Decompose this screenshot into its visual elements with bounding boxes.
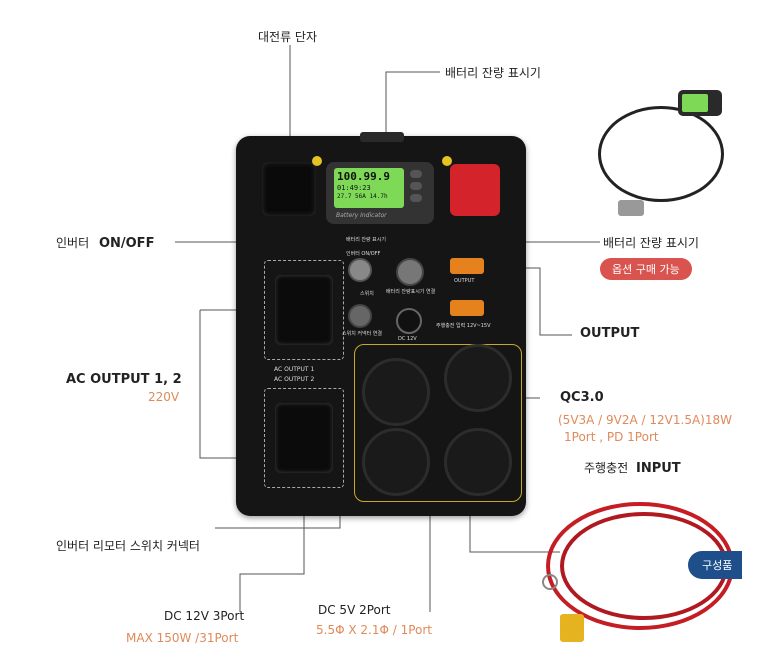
ac-outlet-1[interactable] (264, 260, 344, 360)
battery-meter: 100.99.9 01:49:23 27.7 56A 14.7h Battery… (326, 162, 434, 224)
dc-socket-group (354, 344, 522, 502)
dc5-spec-label: 5.5Φ X 2.1Φ / 1Port (316, 623, 433, 637)
dc-terminal-label: 대전류 단자 (258, 30, 318, 44)
negative-terminal (262, 162, 316, 216)
qc-title-label: QC3.0 (560, 390, 604, 405)
accessory-meter (678, 90, 722, 116)
inverter-prefix: 인버터 (56, 236, 90, 250)
plus-marker (442, 156, 452, 166)
panel-battery-label: 배터리 잔량 표시기 (346, 237, 386, 243)
output-port[interactable] (450, 258, 484, 274)
ac-output-label: AC OUTPUT 1, 2 (66, 372, 182, 387)
ac-output-2-label: AC OUTPUT 2 (274, 376, 315, 383)
panel-battery2-label: 배터리 잔량표시기 연결 (386, 289, 436, 295)
dc12-socket-3[interactable] (444, 428, 512, 496)
panel-inverter-label: 인버터 ON/OFF (346, 251, 381, 257)
ac-voltage-label: 220V (148, 390, 180, 404)
dc5-title-label: DC 5V 2Port (318, 603, 391, 617)
battery-connector[interactable] (396, 258, 424, 286)
output-label: OUTPUT (580, 326, 640, 341)
input-port[interactable] (450, 300, 484, 316)
inverter-switch[interactable] (348, 258, 372, 282)
qc-spec1-label: (5V3A / 9V2A / 12V1.5A)18W (558, 413, 732, 427)
socket-face (275, 275, 333, 345)
panel-input-label: 주행충전 입력 12V~15V (436, 323, 491, 329)
power-station-device: 100.99.9 01:49:23 27.7 56A 14.7h Battery… (236, 132, 526, 516)
top-handle (360, 132, 404, 142)
cable-connector (560, 614, 584, 642)
socket-face (275, 403, 333, 473)
ac-outlet-2[interactable] (264, 388, 344, 488)
ac-output-1-label: AC OUTPUT 1 (274, 366, 315, 373)
dc12-spec-label: MAX 150W /31Port (126, 631, 239, 645)
panel-remote2-label: 스위치 커넥터 연결 (342, 331, 382, 337)
meter-screen: 100.99.9 01:49:23 27.7 56A 14.7h (334, 168, 404, 208)
meter-line3: 27.7 56A 14.7h (337, 193, 388, 200)
driving-charge-input: INPUT (636, 461, 681, 476)
accessory-plug (618, 200, 644, 216)
accessory-screen (682, 94, 708, 112)
remote-connector[interactable] (348, 304, 372, 328)
dc12-socket-1[interactable] (362, 358, 430, 426)
meter-value: 100.99.9 (337, 170, 390, 183)
cable-ring-terminal (542, 574, 558, 590)
meter-button[interactable] (410, 194, 422, 202)
option-badge: 옵션 구매 가능 (600, 258, 692, 280)
positive-terminal (450, 164, 500, 216)
driving-charge-prefix: 주행충전 (584, 461, 629, 475)
panel-output-label: OUTPUT (454, 278, 475, 284)
dc12-socket-2[interactable] (362, 428, 430, 496)
minus-marker (312, 156, 322, 166)
remote-switch-label: 인버터 리모터 스위치 커넥터 (56, 539, 200, 553)
panel-dc12-label: DC 12V (398, 336, 417, 342)
meter-buttons (410, 170, 424, 202)
meter-button[interactable] (410, 182, 422, 190)
qc-spec2-label: 1Port , PD 1Port (564, 430, 659, 444)
meter-sub: 01:49:23 (337, 184, 371, 192)
battery-indicator-right-label: 배터리 잔량 표시기 (603, 236, 699, 250)
inverter-onoff: ON/OFF (98, 236, 155, 251)
dc-jack[interactable] (396, 308, 422, 334)
accessory-battery-indicator (594, 86, 734, 228)
usb-qc-socket[interactable] (444, 344, 512, 412)
meter-brand: Battery Indicator (336, 212, 387, 219)
meter-button[interactable] (410, 170, 422, 178)
dc12-title-label: DC 12V 3Port (164, 609, 245, 623)
panel-remote-label: 스위치 (360, 291, 374, 297)
driving-charge-label: 주행충전 INPUT (584, 459, 681, 476)
battery-indicator-top-label: 배터리 잔량 표시기 (445, 66, 541, 80)
inverter-onoff-label: 인버터 ON/OFF (56, 234, 154, 251)
accessory-cable (598, 106, 724, 202)
component-tag: 구성품 (688, 551, 743, 579)
